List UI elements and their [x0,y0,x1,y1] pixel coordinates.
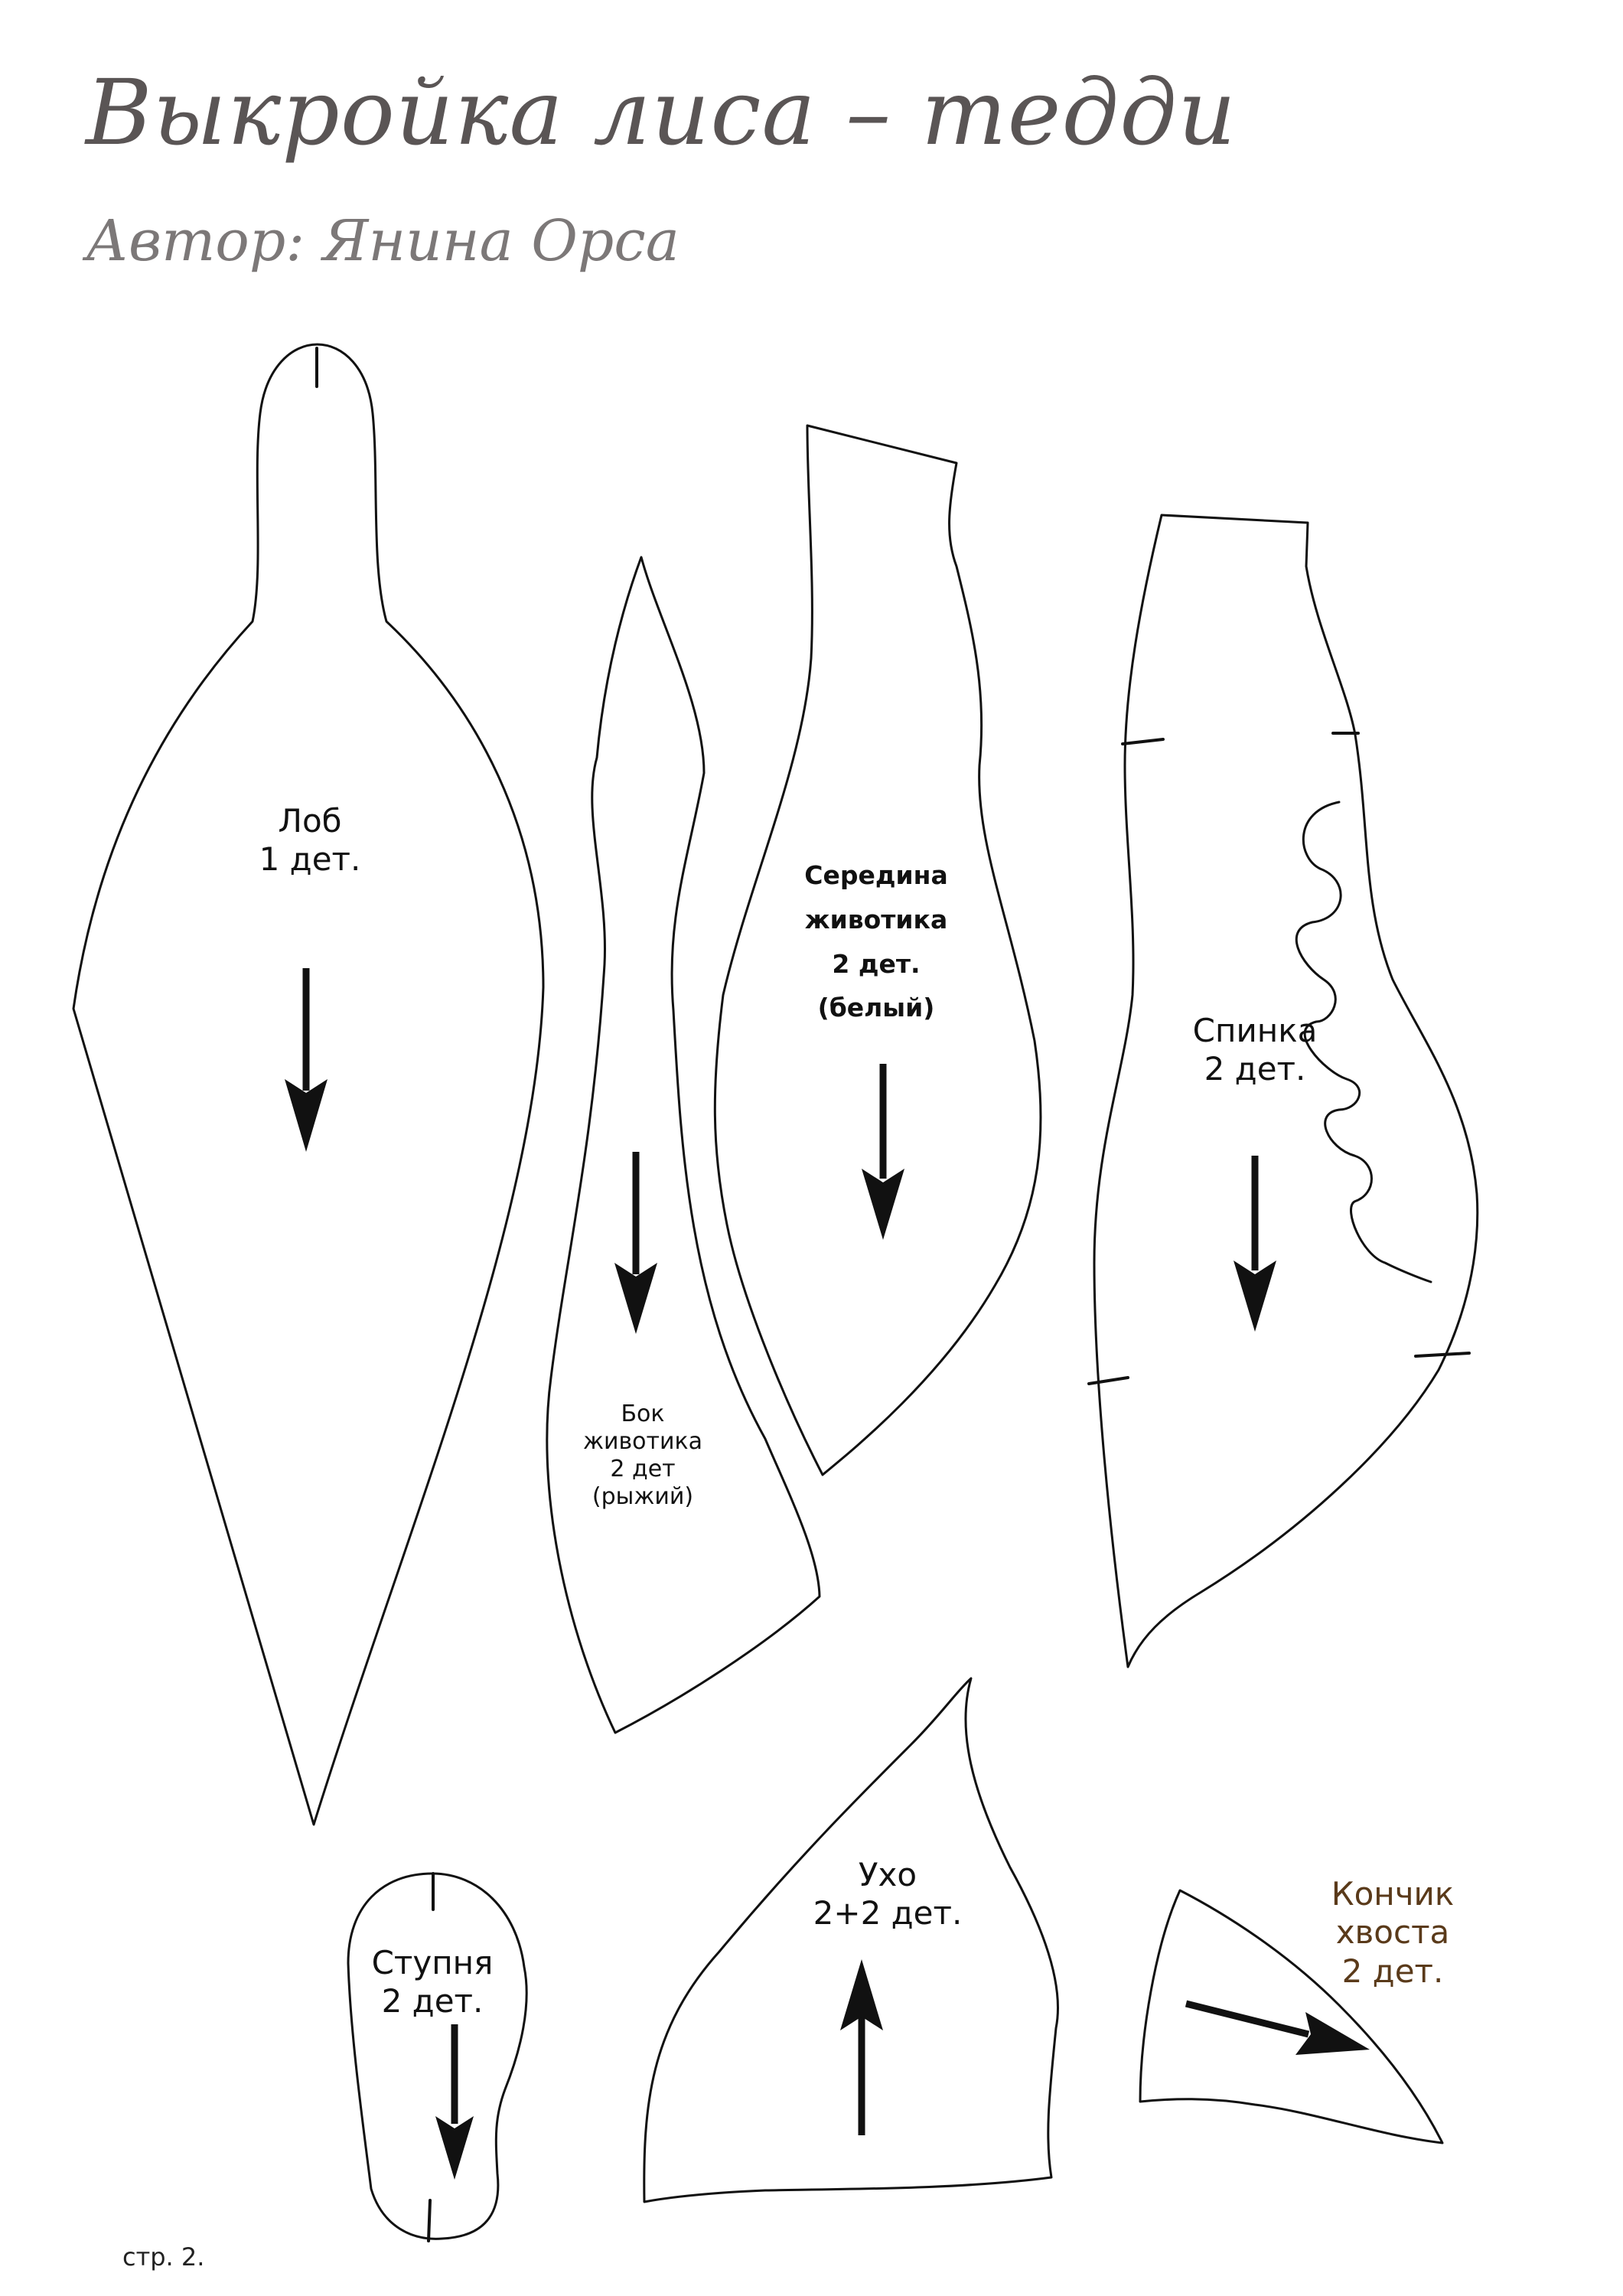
piece-count: 2 дет [610,1456,676,1482]
notch-mark [1414,1352,1471,1358]
grain-arrow-head [1295,2012,1370,2055]
seam-stitch-line [1295,801,1432,1283]
piece-name: Кончик [1331,1875,1455,1913]
piece-name: хвоста [1335,1913,1450,1952]
pattern-piece-seredina [713,424,1042,1476]
page-title: Выкройка лиса – тедди [86,60,1237,165]
piece-count: 2 дет. [381,1982,484,2020]
piece-count: 2+2 дет. [813,1894,963,1932]
piece-name: животика [804,904,948,934]
pattern-piece-ukho [643,1677,1059,2203]
notch-mark [1087,1376,1129,1385]
piece-name: Середина [804,860,948,890]
piece-name: Лоб [278,802,342,840]
pattern-piece-stupnya [347,1872,528,2242]
label-spinka: Спинка 2 дет. [1171,1012,1339,1089]
grain-arrow-head [862,1169,904,1240]
label-stupnya: Ступня 2 дет. [352,1944,513,2021]
grain-arrow-head [614,1263,657,1334]
grain-arrow-head [840,1959,883,2030]
notch-mark [427,2199,432,2242]
grain-arrow-shaft [1185,2000,1310,2038]
piece-name: животика [582,1428,703,1455]
label-seredina: Середина животика 2 дет. (белый) [788,853,964,1030]
piece-name: Бок [621,1401,665,1427]
pattern-piece-bok [546,556,821,1734]
piece-color: (белый) [817,993,935,1023]
page-number: стр. 2. [122,2242,205,2272]
grain-arrow-head [435,2116,474,2180]
pattern-piece-spinka [1087,514,1479,1668]
pattern-piece-lob [72,343,545,1826]
piece-name: Ухо [858,1856,917,1893]
label-bok: Бок животика 2 дет (рыжий) [562,1401,723,1511]
piece-name: Спинка [1192,1012,1318,1049]
piece-name: Ступня [371,1944,494,1981]
notch-mark [1121,738,1165,745]
grain-arrow-head [285,1079,328,1152]
label-konchik: Кончик хвоста 2 дет. [1301,1875,1484,1991]
piece-count: 1 дет. [259,840,361,879]
label-lob: Лоб 1 дет. [230,802,390,879]
pattern-piece-konchik [1139,1889,1444,2144]
label-ukho: Ухо 2+2 дет. [796,1856,979,1933]
author-line: Автор: Янина Орса [86,208,680,274]
grain-arrow-head [1234,1261,1276,1332]
piece-color: (рыжий) [592,1483,694,1510]
piece-count: 2 дет. [1341,1952,1444,1990]
piece-count: 2 дет. [1204,1050,1306,1088]
piece-count: 2 дет. [832,948,921,979]
